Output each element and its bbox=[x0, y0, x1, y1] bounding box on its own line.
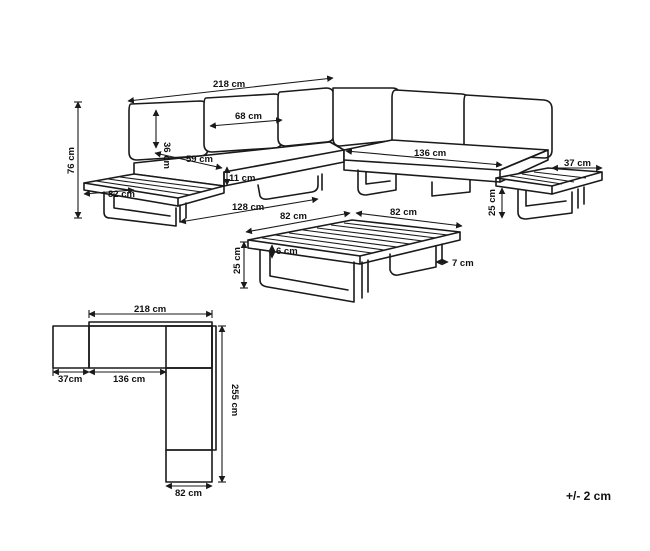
coffee-table-drawing bbox=[247, 219, 461, 303]
right-seat-length-label: 136 cm bbox=[414, 148, 446, 159]
seat-thickness-label: 11 cm bbox=[229, 173, 255, 184]
plan-left-back bbox=[88, 321, 213, 327]
plan-seat-depth-label: 82 cm bbox=[175, 488, 202, 499]
plan-total-width-label: 218 cm bbox=[134, 304, 166, 315]
plan-side-table bbox=[52, 325, 90, 369]
sofa-total-height-label: 76 cm bbox=[66, 147, 77, 174]
sofa-total-width-label: 218 cm bbox=[213, 79, 245, 90]
plan-right-back bbox=[211, 325, 217, 451]
plan-seat-length-label: 136 cm bbox=[113, 374, 145, 385]
seat-depth-label: 59 cm bbox=[186, 154, 213, 165]
right-table-width-label: 37 cm bbox=[564, 158, 591, 169]
left-frame-leg bbox=[103, 191, 177, 227]
plan-view-drawing bbox=[52, 321, 217, 483]
corner-back-cushion bbox=[332, 87, 401, 147]
plan-total-length-label: 255 cm bbox=[229, 384, 240, 416]
side-table-width-label: 82 cm bbox=[108, 189, 135, 200]
plan-dimension-labels: 218 cm 37cm 136 cm 255 cm 82 cm bbox=[58, 304, 240, 499]
coffee-table-dimension-lines bbox=[240, 210, 463, 289]
plan-corner-seat bbox=[165, 325, 213, 369]
coffee-table-top-thickness-label: 6 cm bbox=[276, 246, 298, 257]
coffee-table-left-leg bbox=[259, 249, 355, 303]
plan-right-seat bbox=[165, 367, 213, 451]
plan-side-table-label: 37cm bbox=[58, 374, 82, 385]
coffee-table-depth-label: 82 cm bbox=[390, 207, 417, 218]
coffee-table-height-label: 25 cm bbox=[232, 247, 243, 274]
tolerance-note: +/- 2 cm bbox=[566, 489, 611, 503]
sofa-dimension-lines bbox=[74, 75, 603, 225]
table-height-label: 25 cm bbox=[487, 189, 498, 216]
right-frame-leg bbox=[517, 189, 573, 220]
plan-right-side-table bbox=[165, 449, 213, 483]
frame-length-label: 128 cm bbox=[232, 202, 264, 213]
right-back-cushion-2 bbox=[463, 94, 553, 159]
right-side-table bbox=[495, 167, 603, 187]
coffee-table-dimension-labels: 82 cm 82 cm 25 cm 6 cm 7 cm bbox=[232, 207, 474, 274]
backrest-height-label: 36 cm bbox=[161, 142, 172, 169]
coffee-table-width-label: 82 cm bbox=[280, 211, 307, 222]
coffee-table-leg-thickness-label: 7 cm bbox=[452, 258, 474, 269]
plan-dimension-lines bbox=[52, 310, 226, 490]
plan-left-seat bbox=[88, 325, 213, 369]
sofa-dimension-labels: 218 cm 36 cm 68 cm 76 cm 59 cm 11 cm 82 … bbox=[66, 79, 591, 216]
cushion-width-label: 68 cm bbox=[235, 111, 262, 122]
center-frame-leg bbox=[357, 169, 397, 196]
left-back-cushion-3 bbox=[277, 87, 335, 147]
